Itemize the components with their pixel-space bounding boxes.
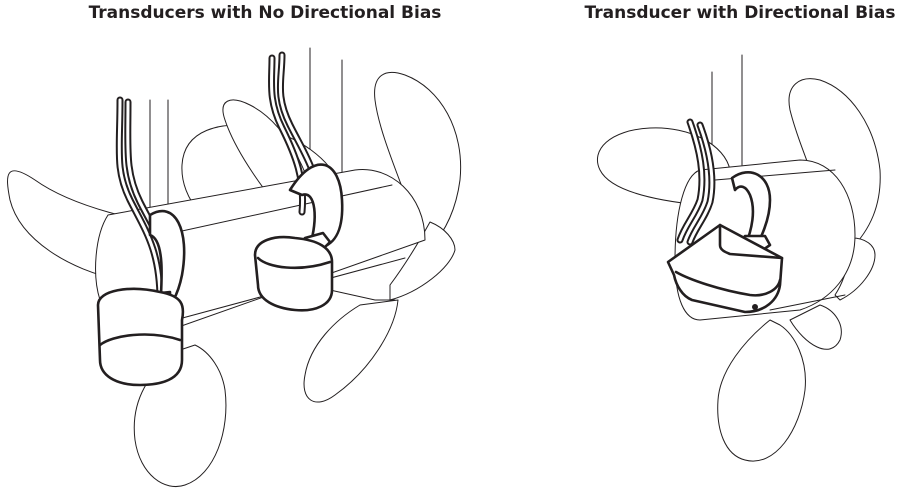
right-trolling-motor-illustration [597,55,880,461]
right-transducer-indicator-dot [752,304,758,310]
blade-lower-right [790,305,841,349]
blade-lower [718,320,806,461]
blade-lower-right [304,300,398,402]
rear-transducer-body [255,237,332,310]
left-trolling-motor-illustration [8,48,461,487]
